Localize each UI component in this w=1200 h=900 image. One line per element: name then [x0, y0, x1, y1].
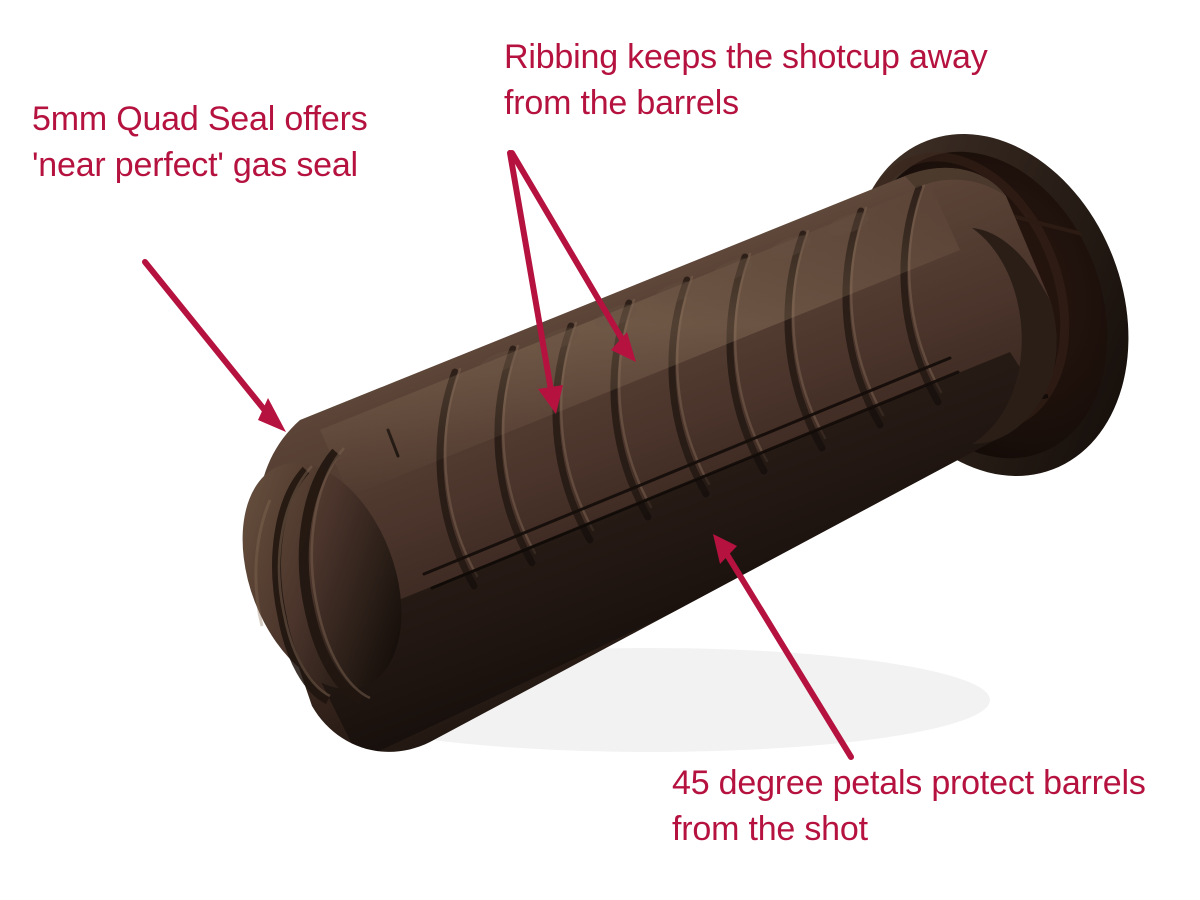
callout-petals: 45 degree petals protect barrels from th…	[672, 764, 1146, 848]
callout-quad-seal: 5mm Quad Seal offers 'near perfect' gas …	[32, 100, 368, 184]
arrow-ribbing-left	[507, 150, 563, 414]
arrow-quad-seal	[142, 259, 286, 432]
mouth-front-lip	[905, 167, 1057, 444]
annotation-arrows	[142, 150, 854, 760]
arrow-petals	[713, 534, 854, 760]
shotcup-ribs	[300, 183, 1057, 752]
quad-seal-base	[242, 447, 402, 705]
shotcup-body	[257, 167, 1057, 752]
body-highlight	[320, 184, 960, 496]
arrow-ribbing-right	[509, 150, 636, 362]
callout-ribbing: Ribbing keeps the shotcup away from the …	[504, 38, 988, 122]
